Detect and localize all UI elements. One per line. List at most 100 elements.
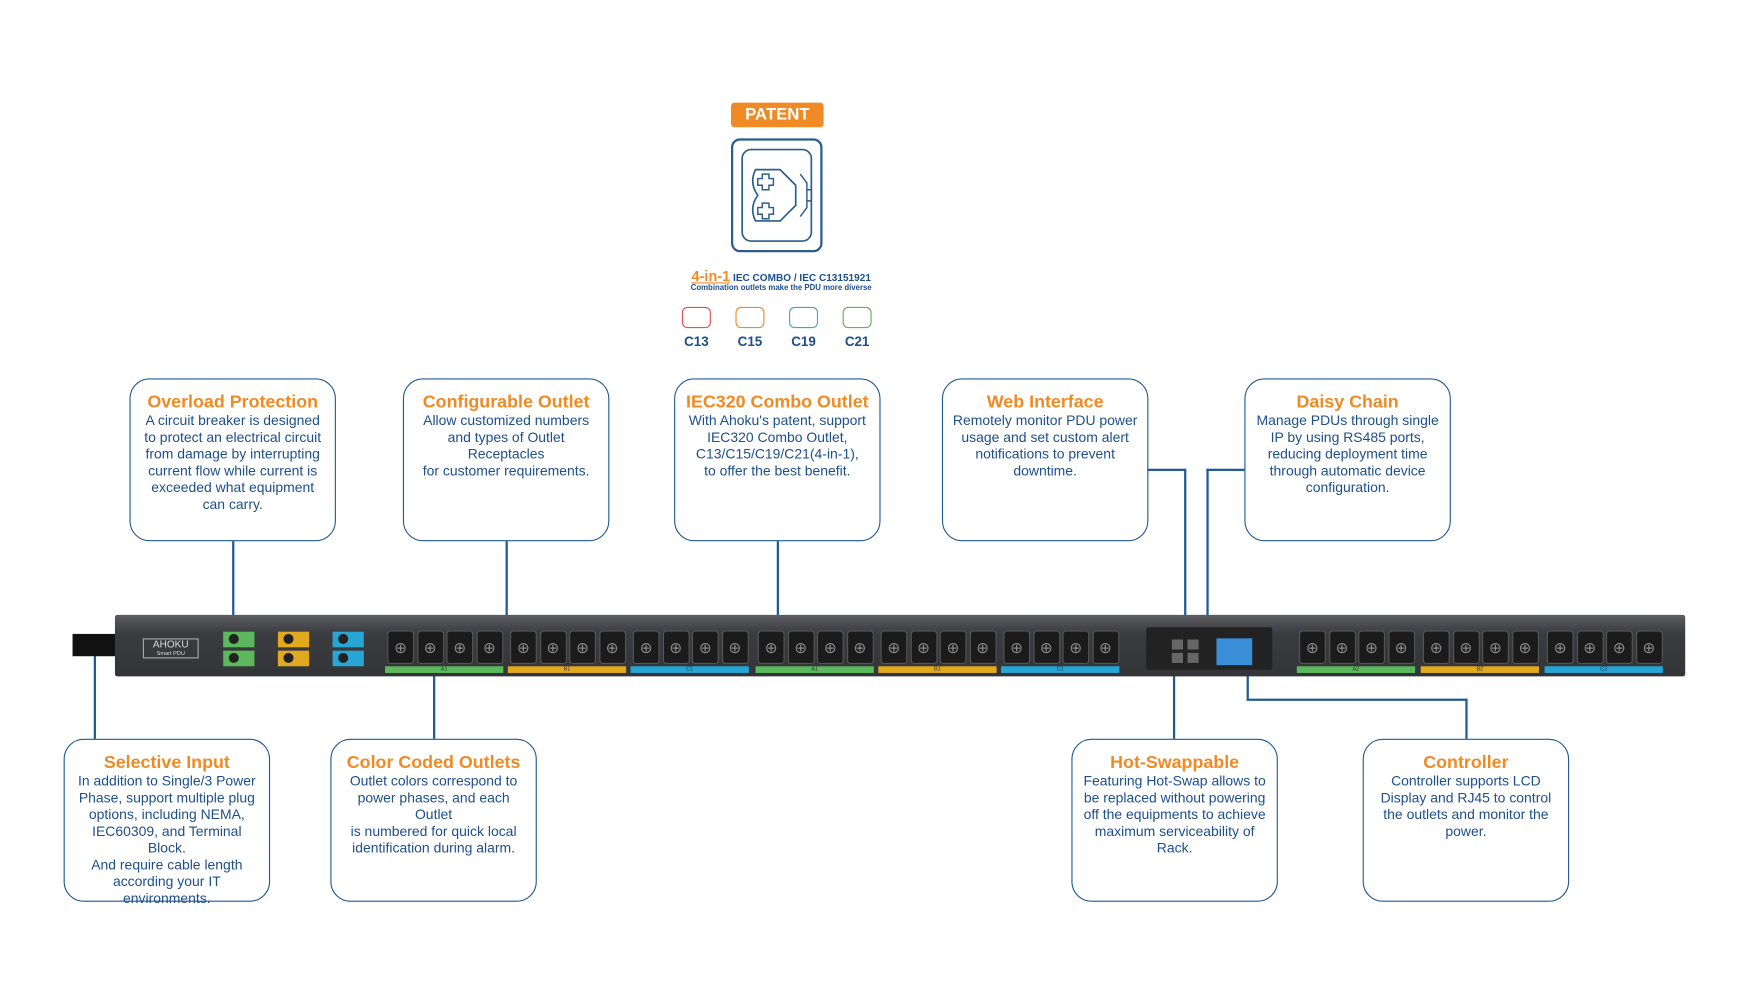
combo-outlet-icon [730, 138, 823, 253]
combo-outlet[interactable]: ⊕ [757, 630, 785, 665]
feature-title: Overload Protection [147, 392, 319, 412]
phase-bar: A2 [1296, 666, 1416, 673]
combo-outlet[interactable]: ⊕ [910, 630, 937, 665]
circuit-breaker[interactable] [332, 650, 364, 667]
brand: AHOKU [152, 638, 189, 650]
combo-outlet[interactable]: ⊕ [416, 630, 444, 665]
c21-plug-icon [842, 306, 872, 329]
phase-bar: A1 [385, 666, 504, 673]
phase-bar: B1 [507, 666, 627, 673]
connector-line [1246, 698, 1467, 701]
phase-bar: B2 [1420, 666, 1540, 673]
connector-line [776, 541, 779, 642]
combo-outlet[interactable]: ⊕ [539, 630, 567, 665]
rj45-port[interactable] [1171, 639, 1183, 650]
combo-outlet[interactable]: ⊕ [691, 630, 719, 665]
combo-outlet[interactable]: ⊕ [387, 630, 415, 665]
phase-bar: A1 [755, 666, 874, 673]
circuit-breaker[interactable] [223, 650, 255, 667]
c13-plug-icon [681, 306, 711, 329]
combo-outlet[interactable]: ⊕ [475, 630, 503, 665]
feature-text: Outlet colors correspond to power phases… [349, 773, 518, 856]
combo-outlet[interactable]: ⊕ [510, 630, 537, 665]
rj45-port[interactable] [1187, 639, 1199, 650]
combo-outlet[interactable]: ⊕ [880, 630, 908, 665]
combo-outlet[interactable]: ⊕ [1482, 630, 1509, 665]
combo-4in1: 4-in-1 [691, 267, 731, 285]
combo-outlet[interactable]: ⊕ [1546, 630, 1574, 665]
combo-outlet[interactable]: ⊕ [632, 630, 660, 665]
combo-outlet[interactable]: ⊕ [1576, 630, 1604, 665]
combo-outlet[interactable]: ⊕ [598, 630, 626, 665]
combo-outlet[interactable]: ⊕ [1062, 630, 1090, 665]
phase-bar: C2 [1544, 666, 1663, 673]
combo-outlet[interactable]: ⊕ [969, 630, 997, 665]
plug-type-label: C21 [844, 333, 870, 350]
feature-text: Featuring Hot-Swap allows to be replaced… [1083, 773, 1266, 856]
combo-outlet[interactable]: ⊕ [939, 630, 967, 665]
connector-line [1465, 698, 1468, 739]
controller-module[interactable] [1146, 627, 1273, 670]
combo-outlet[interactable]: ⊕ [1299, 630, 1326, 665]
circuit-breaker[interactable] [223, 631, 255, 648]
model: Smart PDU [156, 650, 185, 658]
combo-outlet[interactable]: ⊕ [1328, 630, 1356, 665]
combo-outlet[interactable]: ⊕ [1092, 630, 1119, 665]
combo-outlet[interactable]: ⊕ [1635, 630, 1663, 665]
feature-text: A circuit breaker is designed to protect… [144, 412, 322, 513]
combo-outlet[interactable]: ⊕ [846, 630, 874, 665]
combo-subtitle: Combination outlets make the PDU more di… [690, 284, 872, 293]
plug-type-label: C19 [791, 333, 816, 350]
combo-outlet[interactable]: ⊕ [1422, 630, 1450, 665]
feature-text: Manage PDUs through single IP by using R… [1256, 412, 1439, 496]
connector-line [93, 652, 96, 739]
connector-line [1147, 468, 1186, 471]
connector-line [232, 541, 234, 638]
feature-title: IEC320 Combo Outlet [686, 392, 869, 412]
rj45-port[interactable] [1171, 652, 1183, 663]
connector-line [1246, 660, 1249, 700]
combo-heading: 4-in-1 IEC COMBO / IEC C13151921 [670, 268, 893, 285]
rj45-port[interactable] [1187, 652, 1199, 663]
combo-outlet[interactable]: ⊕ [816, 630, 844, 665]
lcd-display [1216, 638, 1253, 666]
combo-outlet[interactable]: ⊕ [1358, 630, 1385, 665]
connector-line [1206, 468, 1245, 471]
feature-text: In addition to Single/3 Power Phase, sup… [78, 773, 256, 907]
combo-outlet[interactable]: ⊕ [662, 630, 690, 665]
patent-badge: PATENT [730, 102, 824, 128]
feature-text: Controller supports LCD Display and RJ45… [1380, 773, 1552, 840]
connector-line [1184, 468, 1186, 639]
feature-title: Daisy Chain [1296, 392, 1399, 412]
connector-line [433, 672, 435, 739]
combo-outlet[interactable]: ⊕ [446, 630, 474, 665]
circuit-breaker[interactable] [332, 631, 364, 648]
plug-type-label: C15 [737, 333, 763, 350]
combo-title: IEC COMBO / IEC C13151921 [733, 272, 871, 284]
circuit-breaker[interactable] [277, 650, 310, 667]
connector-line [1206, 468, 1209, 639]
combo-outlet[interactable]: ⊕ [1003, 630, 1031, 665]
combo-outlet[interactable]: ⊕ [721, 630, 749, 665]
c15-plug-icon [735, 306, 765, 329]
combo-outlet[interactable]: ⊕ [1605, 630, 1633, 665]
feature-text: Allow customized numbers and types of Ou… [422, 412, 590, 479]
power-cable [72, 633, 120, 657]
combo-outlet[interactable]: ⊕ [569, 630, 596, 665]
feature-title: Configurable Outlet [422, 392, 590, 412]
circuit-breaker[interactable] [277, 631, 310, 648]
combo-outlet[interactable]: ⊕ [1387, 630, 1415, 665]
combo-outlet[interactable]: ⊕ [1511, 630, 1539, 665]
combo-outlet[interactable]: ⊕ [1452, 630, 1480, 665]
connector-line [505, 541, 508, 622]
combo-outlet[interactable]: ⊕ [787, 630, 815, 665]
combo-outlet[interactable]: ⊕ [1032, 630, 1060, 665]
connector-line [1172, 669, 1175, 739]
